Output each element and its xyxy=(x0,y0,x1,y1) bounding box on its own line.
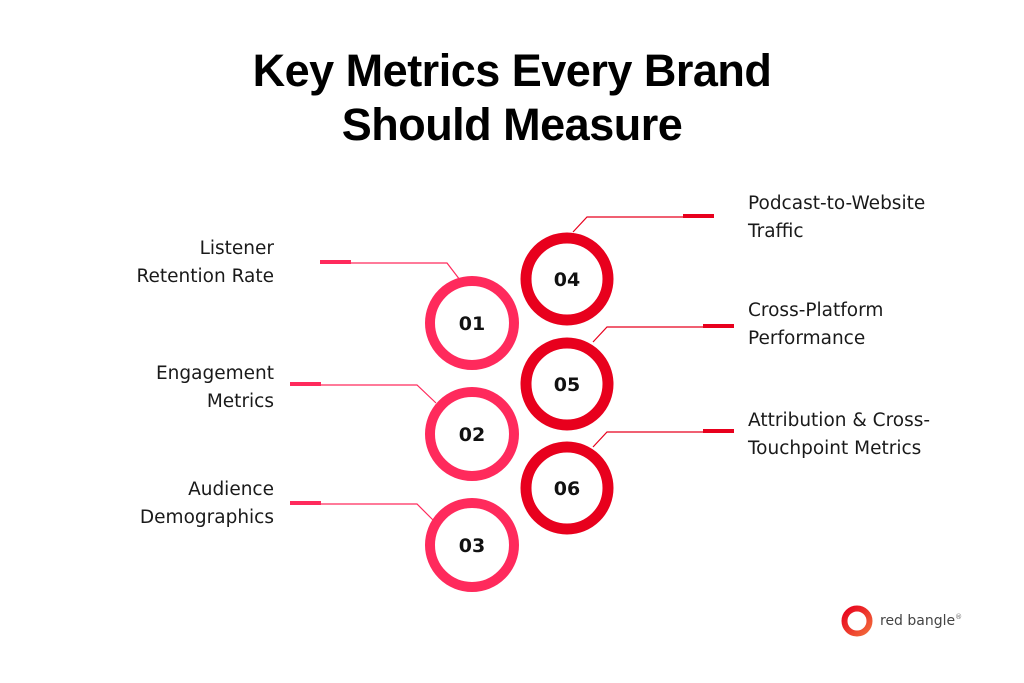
svg-text:04: 04 xyxy=(554,269,580,291)
metric-circle-02: 02 xyxy=(425,387,519,481)
title-line-1: Key Metrics Every Brand xyxy=(252,45,772,96)
brand-logo: red bangle® xyxy=(840,604,962,638)
connector-02 xyxy=(290,382,437,404)
logo-text: red bangle® xyxy=(880,613,963,629)
metric-circle-05: 05 xyxy=(520,337,614,431)
svg-text:03: 03 xyxy=(459,535,485,557)
svg-text:06: 06 xyxy=(554,478,580,500)
metric-label-04: Podcast-to-Website Traffic xyxy=(748,193,926,242)
connector-01 xyxy=(320,260,461,281)
red-bangle-ring-icon xyxy=(841,605,873,637)
page-title: Key Metrics Every Brand Should Measure xyxy=(0,44,1024,152)
title-line-2: Should Measure xyxy=(341,99,683,150)
svg-text:02: 02 xyxy=(459,424,485,446)
metric-label-02: Engagement Metrics xyxy=(155,363,274,412)
connector-06 xyxy=(592,429,734,448)
metric-circle-03: 03 xyxy=(425,498,519,592)
metric-label-06: Attribution & Cross- Touchpoint Metrics xyxy=(748,410,931,459)
metric-label-03: Audience Demographics xyxy=(139,479,274,528)
connector-03 xyxy=(290,501,435,522)
metric-circle-01: 01 xyxy=(425,276,519,370)
metric-circle-04: 04 xyxy=(520,232,614,326)
svg-text:05: 05 xyxy=(554,374,580,396)
connector-05 xyxy=(592,324,734,343)
metric-label-05: Cross-Platform Performance xyxy=(748,300,884,349)
metric-circle-06: 06 xyxy=(520,441,614,535)
metric-label-01: Listener Retention Rate xyxy=(136,238,274,287)
connector-04 xyxy=(572,214,714,233)
svg-text:01: 01 xyxy=(459,313,485,335)
